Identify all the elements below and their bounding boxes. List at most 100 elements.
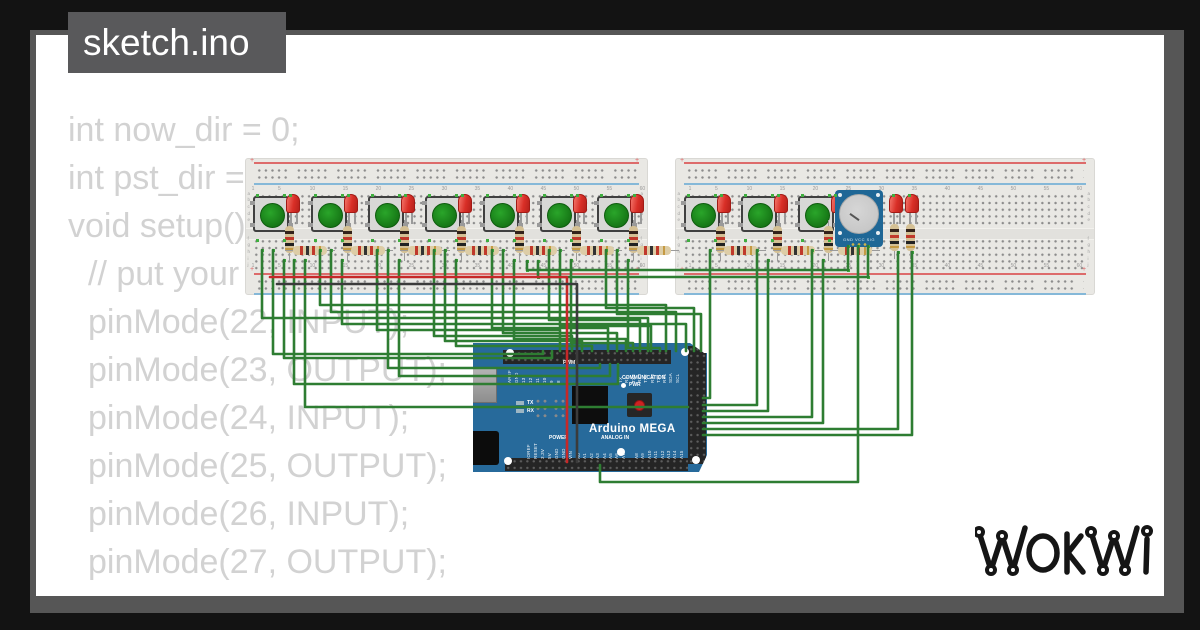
led-leg (634, 213, 636, 224)
pushbutton[interactable] (594, 196, 637, 232)
code-line: pinMode(22, INPUT); (88, 303, 410, 341)
pushbutton[interactable] (250, 196, 293, 232)
rail-positive (254, 162, 639, 164)
resistor-leg (758, 249, 766, 251)
pushbutton[interactable] (365, 196, 408, 232)
button-leg (403, 223, 408, 227)
potentiometer[interactable]: GND VCC SIG (835, 190, 883, 247)
connected-hole (827, 193, 831, 197)
pushbutton-cap[interactable] (603, 202, 629, 228)
power-analog-header (505, 458, 688, 471)
resistor-horizontal (400, 246, 450, 255)
pushbutton-cap[interactable] (747, 202, 773, 228)
pushbutton-cap[interactable] (317, 202, 343, 228)
tx-label: TX (527, 400, 534, 406)
pin-label: IOREF (526, 444, 531, 459)
connected-hole (542, 238, 546, 242)
row-letter: h (247, 248, 251, 254)
led-red (630, 194, 644, 224)
row-letter: c (1087, 203, 1090, 209)
pin-label: A14 (672, 450, 678, 459)
led-leg (784, 213, 786, 224)
pin-label: A4 (601, 453, 607, 459)
reset-button[interactable] (627, 393, 652, 417)
pin-label: SCL (674, 373, 680, 383)
row-letter: d (640, 210, 644, 216)
connected-hole (397, 258, 401, 262)
pin-label: GND (514, 372, 519, 383)
connected-hole (313, 238, 317, 242)
connected-hole (370, 193, 374, 197)
potentiometer-knob[interactable] (839, 194, 879, 234)
led-leg (348, 213, 350, 224)
led-red (774, 194, 788, 224)
pushbutton-cap[interactable] (259, 202, 285, 228)
code-line: void setup() (68, 207, 246, 245)
column-number: 10 (309, 263, 316, 269)
column-number: 40 (944, 263, 951, 269)
pushbutton[interactable] (308, 196, 351, 232)
column-number: 30 (441, 263, 448, 269)
column-number: 25 (408, 263, 415, 269)
pin-label: AREF (507, 370, 512, 383)
led-leg (583, 213, 585, 224)
column-number: 10 (309, 186, 316, 192)
connected-hole (397, 193, 401, 197)
pushbutton[interactable] (422, 196, 465, 232)
icsp-pins (551, 396, 565, 418)
pushbutton-cap[interactable] (374, 202, 400, 228)
column-number: 45 (540, 186, 547, 192)
connected-hole (512, 258, 516, 262)
column-number: 1 (251, 186, 255, 192)
resistor-horizontal (572, 246, 622, 255)
screw-hole (838, 231, 842, 235)
row-letter: f (1087, 235, 1089, 241)
pushbutton[interactable] (480, 196, 523, 232)
pushbutton-cap[interactable] (546, 202, 572, 228)
button-leg (480, 201, 485, 205)
column-number: 35 (474, 263, 481, 269)
pwm-label: PWM (563, 360, 576, 366)
pushbutton[interactable] (537, 196, 580, 232)
pin-label: 8 (556, 380, 561, 383)
column-number: 45 (540, 263, 547, 269)
column-number: 20 (375, 186, 382, 192)
pin-label: VIN (568, 450, 573, 459)
resistor-leg (400, 249, 408, 251)
connected-hole (708, 248, 712, 252)
connected-hole (846, 244, 850, 248)
pushbutton-cap[interactable] (690, 202, 716, 228)
resistor-leg (830, 249, 838, 251)
connected-hole (375, 248, 379, 252)
led-leg (520, 213, 522, 224)
column-number: 5 (278, 186, 281, 192)
led-red (458, 194, 472, 224)
column-number: 25 (845, 186, 852, 192)
pushbutton[interactable] (738, 196, 781, 232)
pot-pins-label: GND VCC SIG (843, 237, 875, 242)
resistor-leg (346, 220, 348, 226)
row-letter: g (247, 242, 251, 248)
button-leg (594, 201, 599, 205)
connected-hole (575, 193, 579, 197)
pushbutton-cap[interactable] (489, 202, 515, 228)
pushbutton[interactable] (681, 196, 724, 232)
connected-hole (340, 258, 344, 262)
code-line: pinMode(26, INPUT); (88, 495, 410, 533)
button-leg (575, 223, 580, 227)
pushbutton-cap[interactable] (431, 202, 457, 228)
connected-hole (271, 248, 275, 252)
resistor-leg (893, 251, 895, 259)
column-number: 60 (1076, 186, 1083, 192)
connected-hole (907, 193, 911, 197)
plus-mark: + (250, 157, 255, 164)
mounting-hole (692, 456, 700, 464)
column-number: 5 (278, 263, 281, 269)
led-leg (640, 213, 642, 224)
code-line: pinMode(23, OUTPUT); (88, 351, 447, 389)
connected-hole (525, 268, 529, 272)
column-number: 40 (507, 263, 514, 269)
connected-hole (485, 238, 489, 242)
column-number: 5 (715, 186, 718, 192)
pushbutton-cap[interactable] (804, 202, 830, 228)
